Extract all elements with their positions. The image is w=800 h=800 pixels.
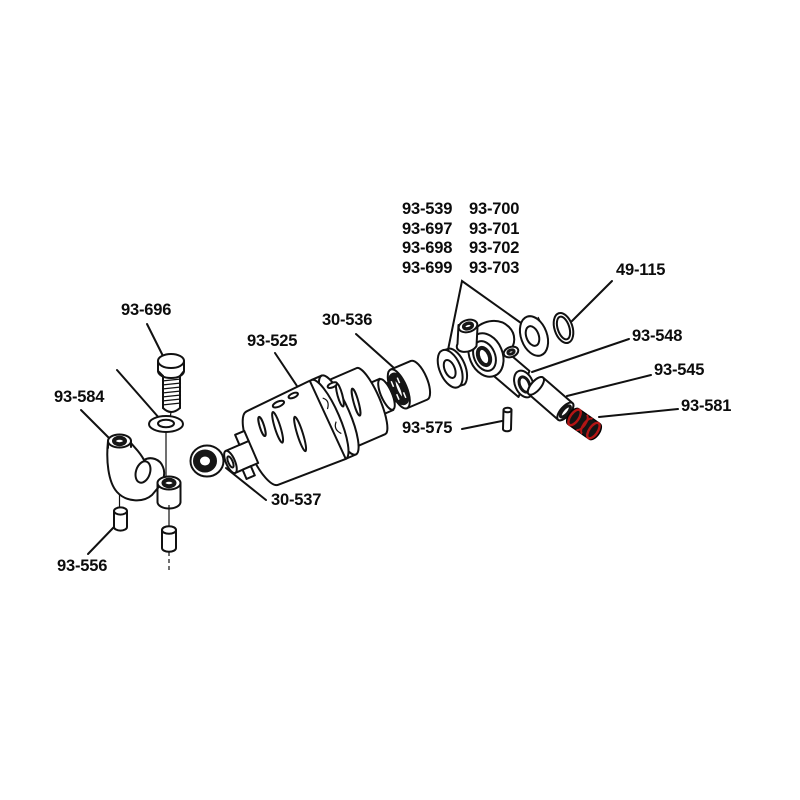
leader-93-581 [598, 408, 679, 418]
needle-bearing-drawing [386, 359, 432, 410]
adjuster-screw-drawing [148, 353, 185, 476]
leader-696-washer [116, 369, 161, 420]
part-label-93-699: 93-699 [402, 259, 453, 277]
sleeve-drawing [526, 375, 575, 422]
right-rocker-arm-drawing [455, 318, 535, 399]
locknut-washer-drawing [148, 415, 184, 433]
part-label-30-537: 30-537 [271, 491, 322, 509]
pushrod-pins-drawing [113, 506, 177, 571]
part-label-93-701: 93-701 [469, 220, 520, 238]
part-label-93-703: 93-703 [469, 259, 520, 277]
part-label-93-556: 93-556 [57, 557, 108, 575]
leader-93-696 [146, 323, 164, 357]
leader-49-115 [571, 280, 613, 322]
part-label-93-697: 93-697 [402, 220, 453, 238]
leader-93-525 [274, 352, 298, 387]
part-label-93-702: 93-702 [469, 239, 520, 257]
leader-shim-washers [447, 279, 522, 351]
part-label-49-115: 49-115 [616, 261, 666, 279]
bushing-30-537-drawing [189, 444, 225, 478]
shim-washer-right-drawing [518, 315, 550, 357]
part-label-93-696: 93-696 [121, 301, 172, 319]
leader-93-575 [461, 420, 503, 430]
part-label-30-536: 30-536 [322, 311, 373, 329]
shim-washer-left-drawing [436, 347, 469, 389]
part-label-93-700: 93-700 [469, 200, 520, 218]
part-label-93-575: 93-575 [402, 419, 453, 437]
red-screw-drawing [565, 407, 603, 441]
leader-93-584 [80, 409, 111, 440]
part-label-93-698: 93-698 [402, 239, 453, 257]
leader-93-548 [531, 338, 630, 373]
left-rocker-arm-drawing [106, 433, 182, 528]
leader-93-556 [87, 526, 115, 555]
leader-lines [80, 279, 679, 555]
part-label-93-548: 93-548 [632, 327, 683, 345]
part-label-93-584: 93-584 [54, 388, 105, 406]
part-label-93-539: 93-539 [402, 200, 453, 218]
part-label-93-545: 93-545 [654, 361, 705, 379]
leader-93-545 [566, 374, 652, 397]
o-ring-drawing [552, 311, 575, 345]
part-label-93-581: 93-581 [681, 397, 732, 415]
leader-30-536 [355, 333, 395, 369]
pivot-shaft-drawing [223, 366, 401, 487]
small-pin-drawing [502, 406, 513, 433]
part-label-93-525: 93-525 [247, 332, 298, 350]
rocker-oval-hole [134, 460, 152, 484]
